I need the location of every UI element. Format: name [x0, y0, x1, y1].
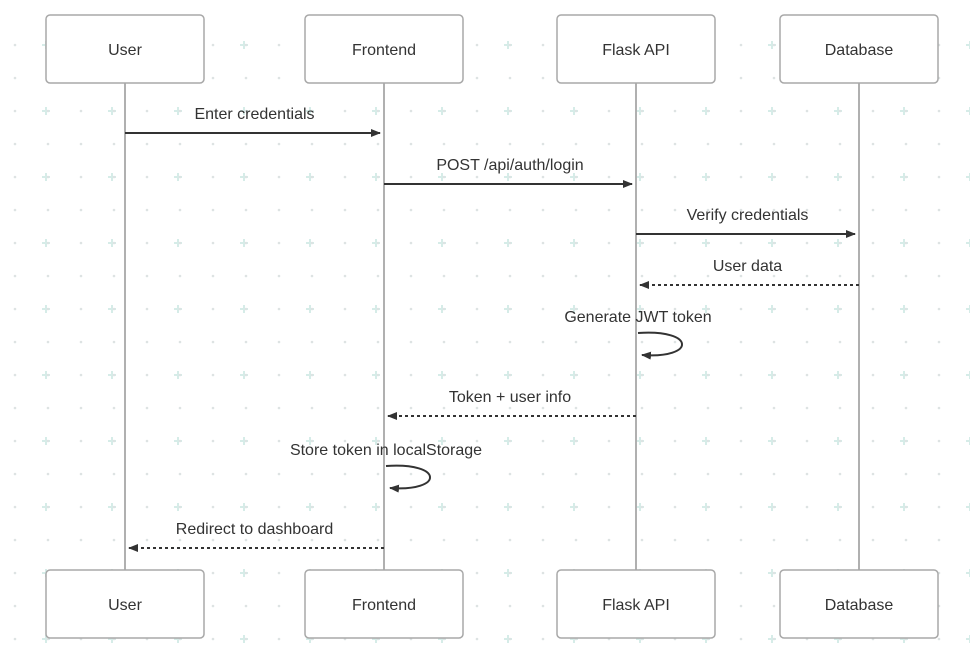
participant-frontend-top: Frontend	[304, 14, 464, 84]
message-label: Enter credentials	[194, 106, 314, 123]
participant-label: User	[108, 597, 142, 614]
participant-label: Flask API	[602, 42, 670, 59]
participant-label: User	[108, 42, 142, 59]
message-5: Generate JWT token	[564, 309, 712, 360]
message-3: Verify credentials	[636, 207, 856, 238]
participant-label: Database	[825, 597, 894, 614]
participant-label: Database	[825, 42, 894, 59]
participant-user-bottom: User	[45, 569, 205, 639]
message-label: Generate JWT token	[564, 309, 711, 326]
message-label: POST /api/auth/login	[436, 157, 583, 174]
participant-label: Flask API	[602, 597, 670, 614]
message-7: Store token in localStorage	[290, 442, 482, 493]
message-6: Token + user info	[387, 389, 636, 420]
participant-db-top: Database	[779, 14, 939, 84]
message-8: Redirect to dashboard	[128, 521, 384, 552]
message-label: Token + user info	[449, 389, 571, 406]
self-message-arrow	[385, 464, 431, 493]
background-grid	[13, 41, 970, 643]
message-2: POST /api/auth/login	[384, 157, 633, 188]
participant-frontend-bottom: Frontend	[304, 569, 464, 639]
participant-api-bottom: Flask API	[556, 569, 716, 639]
message-label: User data	[713, 258, 782, 275]
participant-api-top: Flask API	[556, 14, 716, 84]
message-label: Verify credentials	[687, 207, 809, 224]
participant-user-top: User	[45, 14, 205, 84]
lifelines	[124, 83, 860, 570]
message-1: Enter credentials	[125, 106, 381, 137]
message-label: Redirect to dashboard	[176, 521, 333, 538]
message-4: User data	[639, 258, 859, 289]
participant-label: Frontend	[352, 42, 416, 59]
self-message-arrow	[637, 331, 683, 360]
participant-db-bottom: Database	[779, 569, 939, 639]
message-label: Store token in localStorage	[290, 442, 482, 459]
participant-label: Frontend	[352, 597, 416, 614]
